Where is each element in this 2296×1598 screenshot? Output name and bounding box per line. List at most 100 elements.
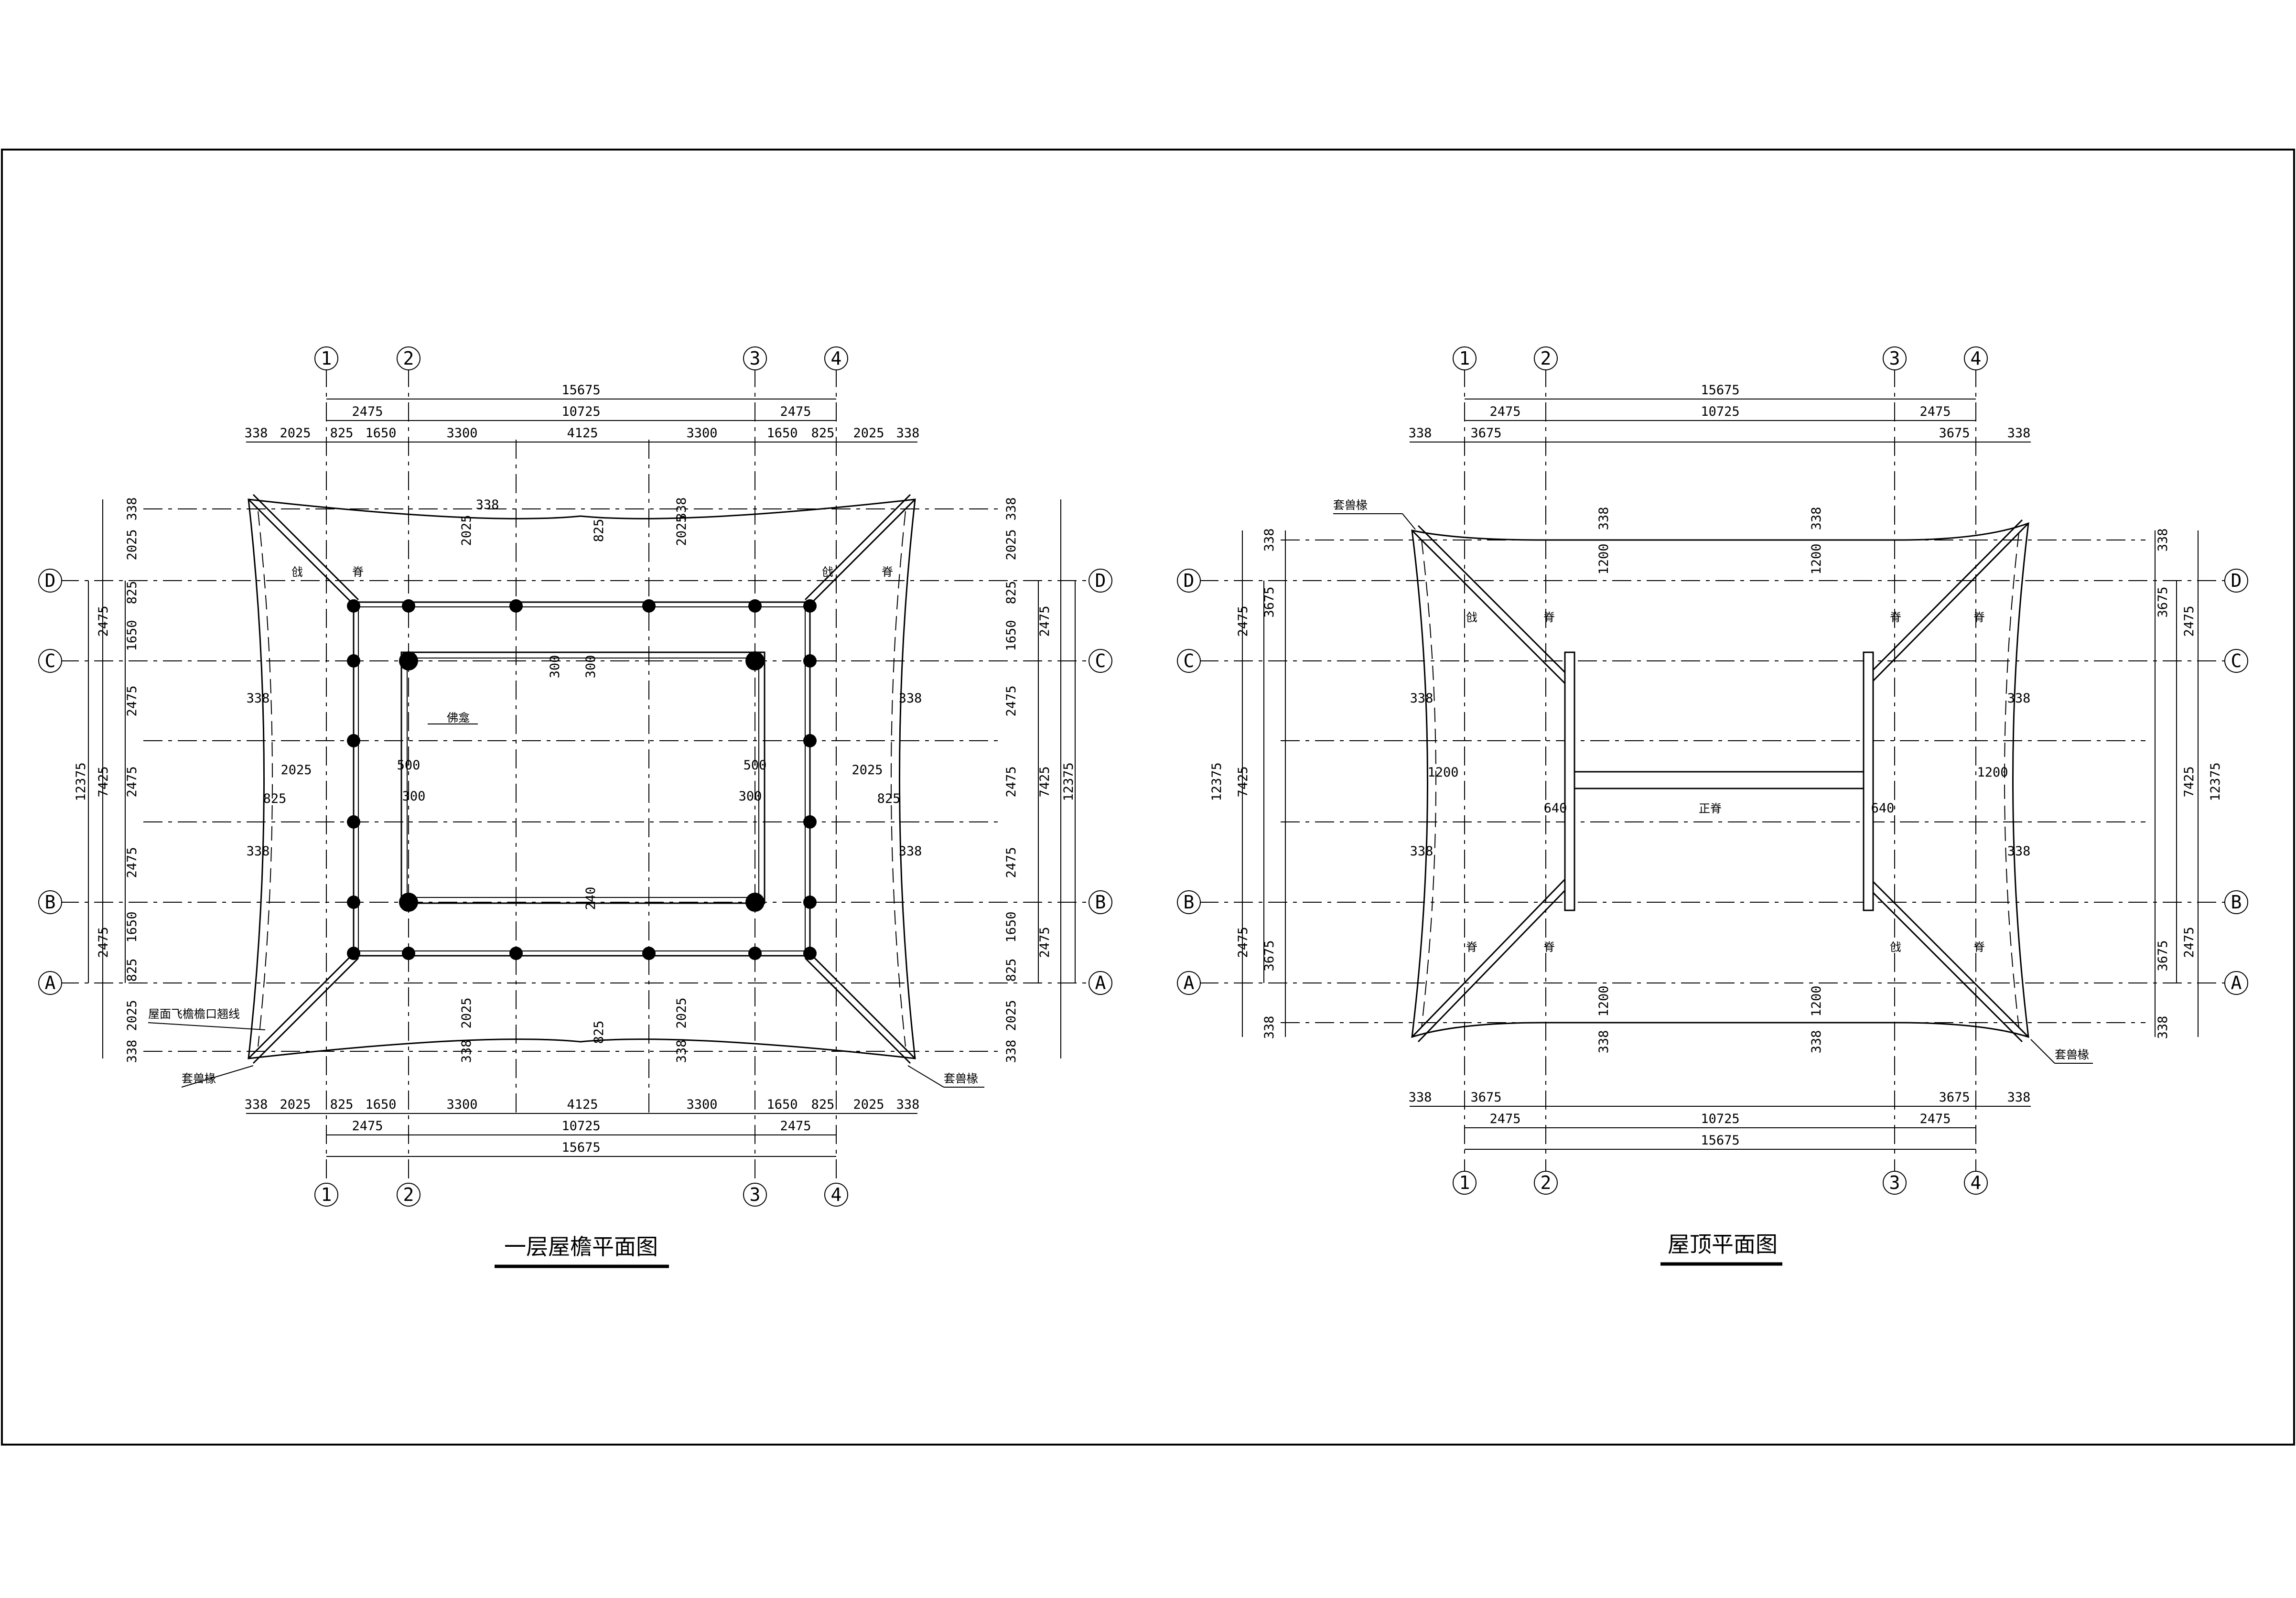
axis-label-C: C bbox=[2231, 650, 2242, 671]
dim-left-t3: 3675 bbox=[1262, 586, 1277, 617]
hip-mark: 戗 bbox=[822, 565, 833, 579]
dim-right-t3: 825 bbox=[1004, 581, 1019, 605]
dim-top-t2: 2475 bbox=[780, 404, 811, 419]
dim-interior: 300 bbox=[402, 789, 426, 804]
dim-inner: 1200 bbox=[1596, 985, 1611, 1016]
dim-left-t3: 338 bbox=[125, 1040, 140, 1063]
axis-label-2: 2 bbox=[1541, 348, 1552, 369]
dim-right-t3: 3675 bbox=[2156, 940, 2170, 971]
axis-label-3: 3 bbox=[750, 348, 761, 369]
dim-total-top: 15675 bbox=[1701, 383, 1739, 398]
dim-left-t2: 2475 bbox=[1236, 605, 1250, 637]
hip-mark: 脊 bbox=[882, 565, 893, 579]
dim-right-t3: 1650 bbox=[1004, 911, 1019, 942]
eave-outline bbox=[248, 498, 916, 1059]
dim-inner: 640 bbox=[1871, 801, 1895, 816]
dim-interior: 500 bbox=[397, 758, 420, 773]
axis-label-D: D bbox=[1095, 570, 1106, 591]
dim-bottom-t3: 825 bbox=[811, 1097, 835, 1112]
dim-bottom-t3: 2025 bbox=[280, 1097, 311, 1112]
dim-top-t3: 1650 bbox=[766, 426, 798, 441]
hip-mark: 脊 bbox=[1890, 611, 1901, 624]
dim-top-t3: 338 bbox=[896, 426, 920, 441]
dim-inner: 1200 bbox=[1809, 985, 1824, 1016]
dim-inner: 338 bbox=[1809, 507, 1824, 530]
dim-inner: 825 bbox=[877, 791, 901, 806]
dim-bottom-t2: 2475 bbox=[1919, 1112, 1951, 1126]
dim-inner: 825 bbox=[592, 1021, 606, 1044]
dim-inner: 338 bbox=[476, 497, 499, 512]
hip-mark: 脊 bbox=[1543, 940, 1555, 954]
dim-inner: 338 bbox=[674, 497, 689, 521]
dim-right-t3: 3675 bbox=[2156, 586, 2170, 617]
dim-inner: 2025 bbox=[459, 515, 474, 546]
axis-label-A: A bbox=[2231, 972, 2242, 993]
axis-label-2: 2 bbox=[1541, 1172, 1552, 1193]
dim-right-t3: 2475 bbox=[1004, 766, 1019, 797]
dim-right-t3: 338 bbox=[1004, 1040, 1019, 1063]
dim-bottom-t3: 825 bbox=[330, 1097, 354, 1112]
dim-left-t3: 338 bbox=[1262, 529, 1277, 552]
dim-bottom-t2: 2475 bbox=[780, 1119, 811, 1134]
dim-top-t3: 825 bbox=[811, 426, 835, 441]
hip-lines bbox=[1411, 519, 2029, 1043]
right-plan-roof: 1 2 3 4 1 2 3 4 D C B A D C B A 15675 24… bbox=[1177, 346, 2248, 1266]
dim-top-t3: 2025 bbox=[280, 426, 311, 441]
dim-bottom-t3: 2025 bbox=[853, 1097, 884, 1112]
dim-inner: 1200 bbox=[1596, 543, 1611, 574]
ridge-note: 正脊 bbox=[1699, 802, 1722, 815]
dim-inner: 825 bbox=[263, 791, 287, 806]
dim-interior: 300 bbox=[739, 789, 762, 804]
dim-inner: 338 bbox=[674, 1040, 689, 1063]
dim-left-t3: 1650 bbox=[125, 911, 140, 942]
dim-interior: 300 bbox=[548, 655, 562, 679]
dim-right-t3: 2025 bbox=[1004, 529, 1019, 560]
dim-bottom-t3: 338 bbox=[1409, 1090, 1432, 1105]
axis-label-B: B bbox=[2231, 892, 2242, 913]
dim-bottom-t2: 2475 bbox=[352, 1119, 383, 1134]
dim-left-t3: 825 bbox=[125, 581, 140, 605]
dim-left-t3: 2475 bbox=[125, 766, 140, 797]
dim-left-t3: 2475 bbox=[125, 847, 140, 878]
dim-right-t3: 825 bbox=[1004, 959, 1019, 982]
dim-top-t2: 2475 bbox=[352, 404, 383, 419]
axis-label-C: C bbox=[1095, 650, 1106, 671]
hip-mark: 脊 bbox=[1973, 611, 1985, 624]
dim-top-t2: 2475 bbox=[1489, 404, 1520, 419]
dim-top-t2: 10725 bbox=[561, 404, 600, 419]
hip-mark: 戗 bbox=[291, 565, 303, 579]
dim-bottom-t2: 10725 bbox=[1701, 1112, 1739, 1126]
left-plan-eave: 1 2 3 4 1 2 3 4 D C B A D C B A 15675 24… bbox=[38, 346, 1112, 1268]
dim-top-t3: 3675 bbox=[1939, 426, 1970, 441]
dim-inner: 1200 bbox=[1427, 765, 1458, 780]
axis-label-B: B bbox=[1095, 892, 1106, 913]
axis-label-1: 1 bbox=[1459, 1172, 1470, 1193]
dim-right-t3: 338 bbox=[2156, 529, 2170, 552]
dim-bottom-t3: 3675 bbox=[1470, 1090, 1501, 1105]
dim-lines bbox=[88, 399, 1076, 1157]
hip-mark: 脊 bbox=[1466, 940, 1477, 954]
dim-inner: 1200 bbox=[1977, 765, 2008, 780]
dim-inner: 338 bbox=[2007, 844, 2031, 859]
dim-top-t3: 3300 bbox=[446, 426, 477, 441]
ridge-post-left bbox=[1564, 651, 1575, 911]
dim-interior: 240 bbox=[583, 887, 598, 910]
outer-beam bbox=[353, 601, 811, 957]
dim-left-total: 12375 bbox=[1209, 762, 1224, 801]
dim-right-t2: 7425 bbox=[1037, 766, 1052, 797]
axis-label-D: D bbox=[1184, 570, 1195, 591]
dim-right-t3: 338 bbox=[1004, 497, 1019, 521]
dim-inner: 338 bbox=[1410, 691, 1434, 706]
axis-label-1: 1 bbox=[1459, 348, 1470, 369]
dim-inner: 338 bbox=[459, 1040, 474, 1063]
drawing-frame bbox=[1, 149, 2295, 1446]
dim-inner: 825 bbox=[592, 519, 606, 542]
dim-top-t3: 3675 bbox=[1470, 426, 1501, 441]
dim-bottom-t3: 3675 bbox=[1939, 1090, 1970, 1105]
dim-interior: 500 bbox=[744, 758, 767, 773]
axis-bubbles-left bbox=[38, 346, 1112, 1207]
axis-label-A: A bbox=[45, 972, 56, 993]
axis-label-3: 3 bbox=[1889, 348, 1900, 369]
dim-inner: 2025 bbox=[852, 763, 883, 777]
